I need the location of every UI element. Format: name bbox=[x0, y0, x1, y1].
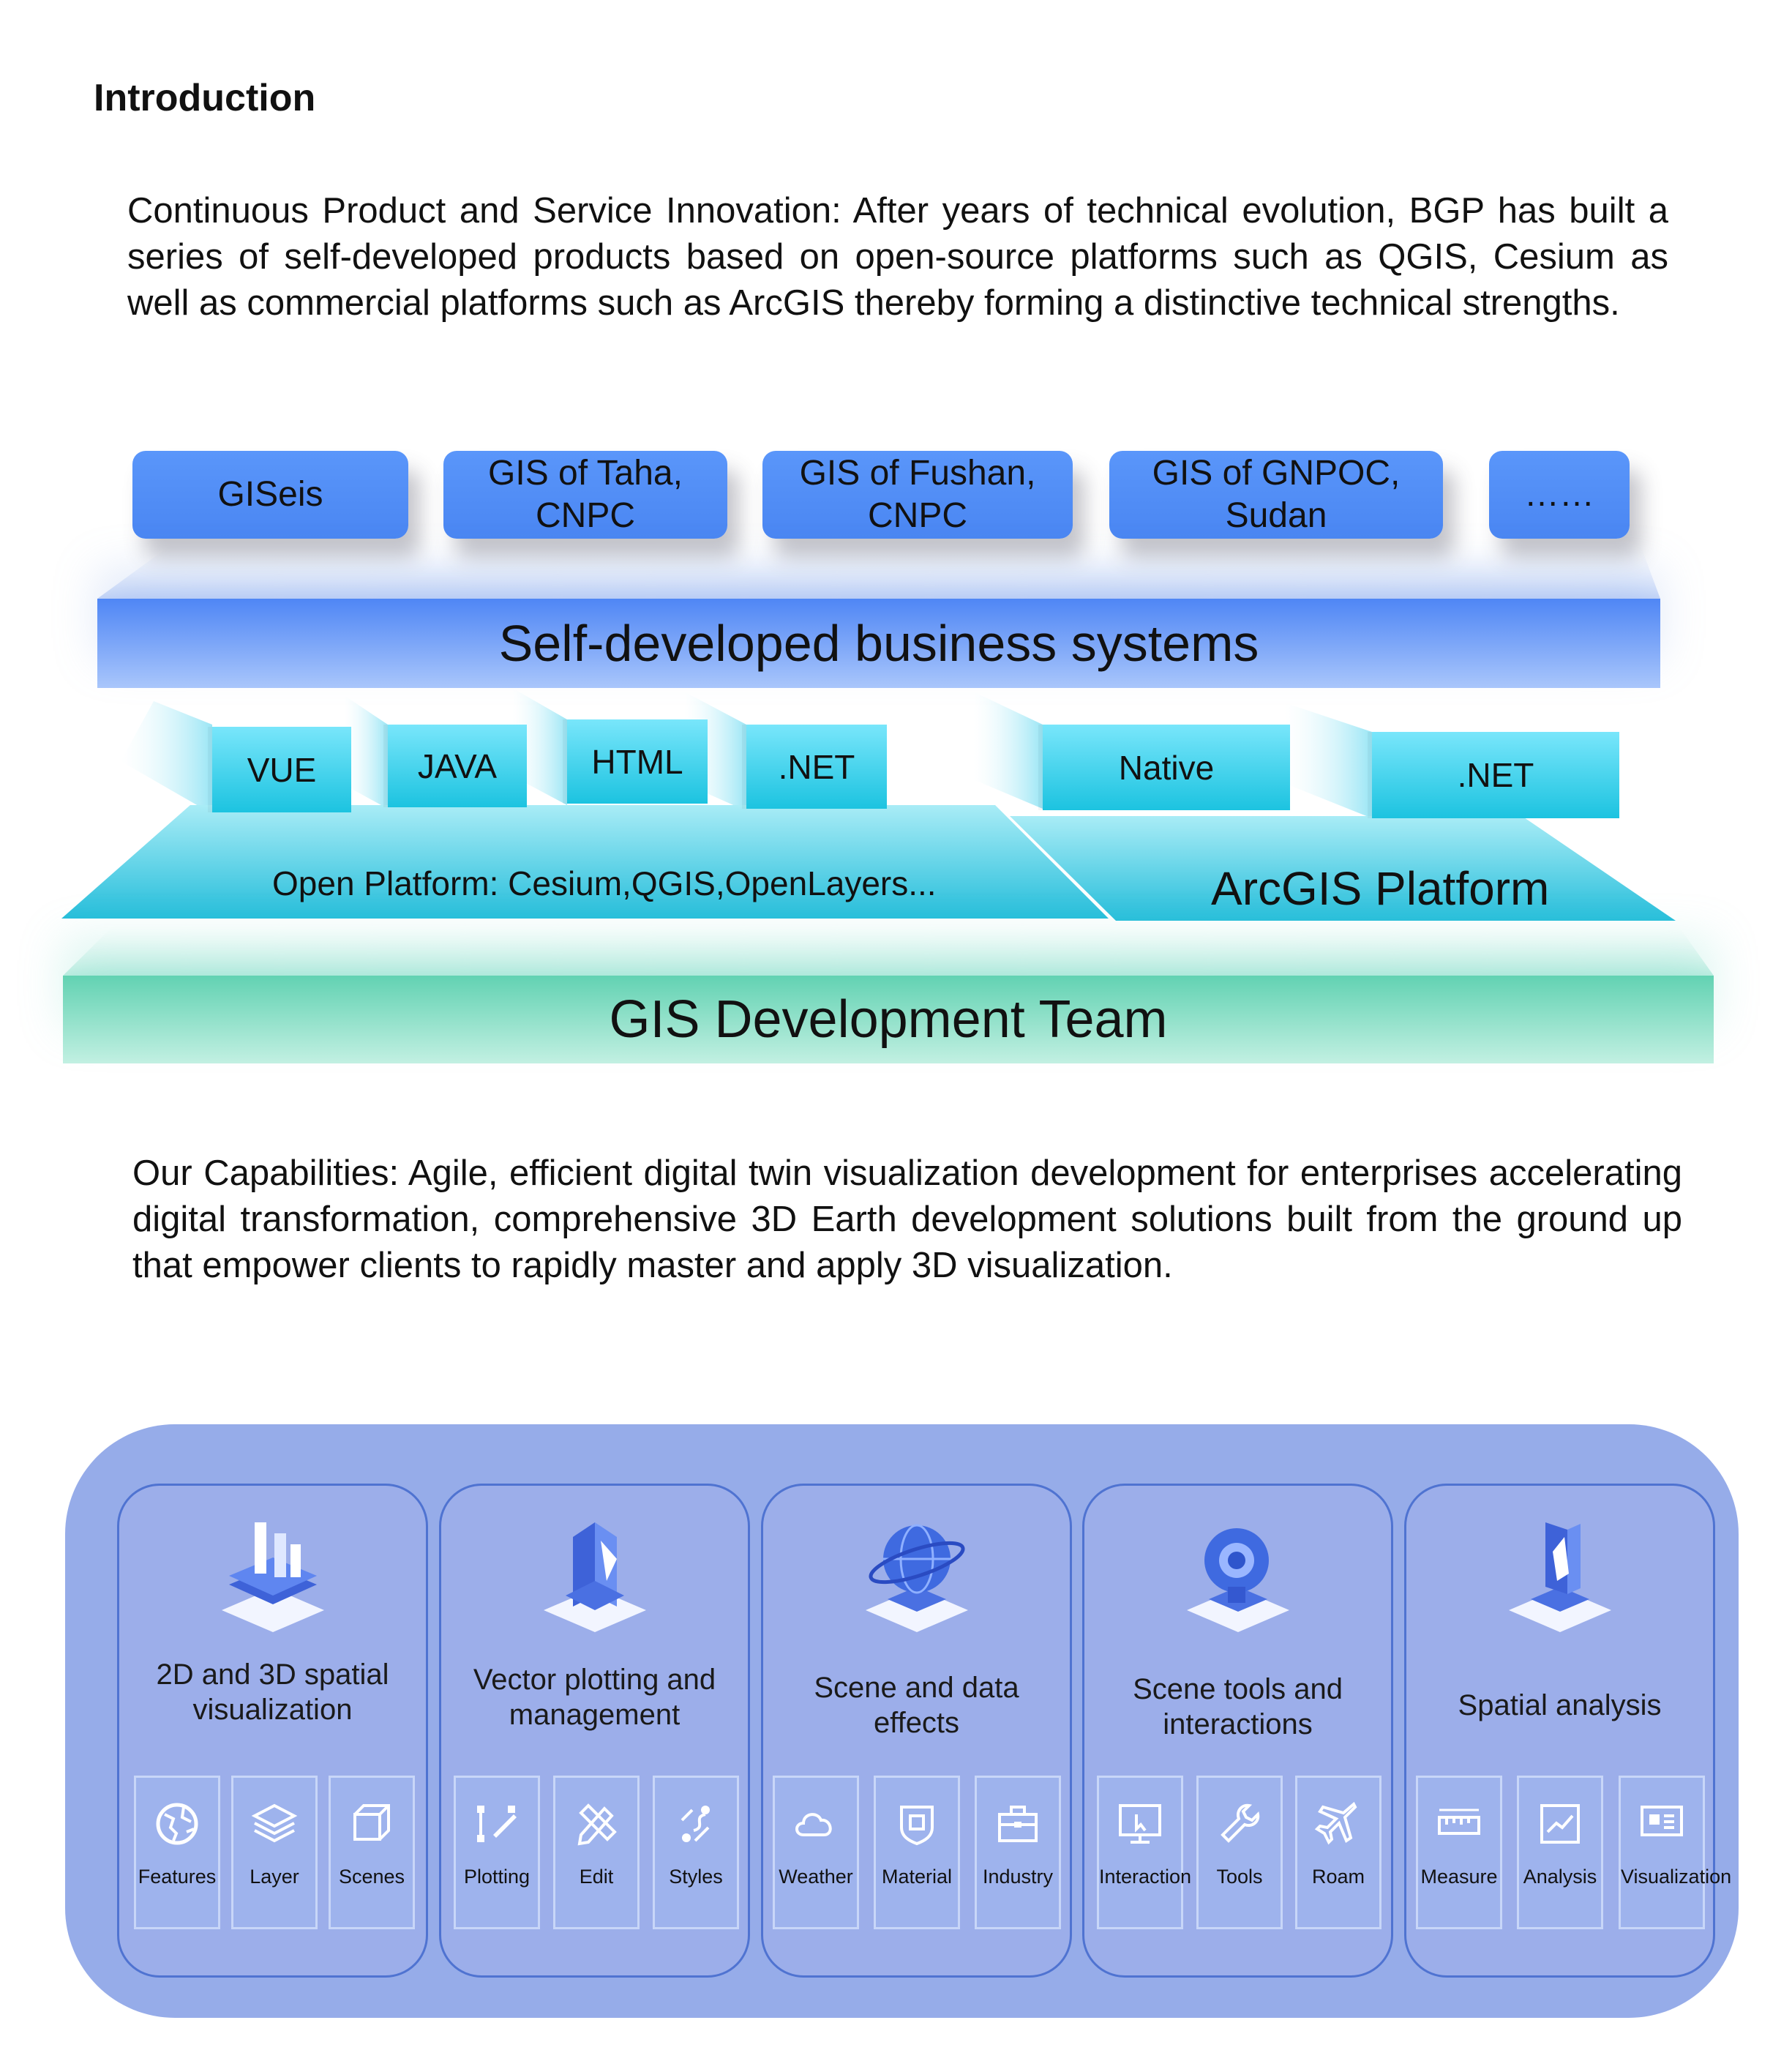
page-heading: Introduction bbox=[94, 77, 316, 119]
wrench-icon bbox=[1221, 1803, 1260, 1843]
diagram-shading bbox=[61, 542, 1714, 976]
capability-item-label: Tools bbox=[1216, 1866, 1263, 1888]
capability-item: Styles bbox=[653, 1776, 739, 1929]
capability-item: Scenes bbox=[329, 1776, 415, 1929]
capability-item: Interaction bbox=[1097, 1776, 1192, 1929]
arcgis-platform-label: ArcGIS Platform bbox=[1211, 862, 1550, 915]
layers-icon bbox=[251, 1803, 298, 1843]
product-box: …… bbox=[1489, 451, 1630, 539]
open-platform-label: Open Platform: Cesium,QGIS,OpenLayers... bbox=[272, 864, 937, 902]
capability-item-label: Visualization bbox=[1621, 1866, 1732, 1888]
capability-item-label: Roam bbox=[1311, 1866, 1365, 1888]
capability-item: Visualization bbox=[1619, 1776, 1732, 1929]
capability-item-label: Scenes bbox=[338, 1866, 405, 1888]
gear-3d-icon bbox=[1186, 1528, 1289, 1632]
tech-box: .NET bbox=[746, 725, 887, 809]
team-layer: GIS Development Team bbox=[63, 976, 1714, 1063]
capability-title: Vector plotting and management bbox=[473, 1664, 716, 1731]
capability-item-label: Features bbox=[138, 1866, 217, 1888]
intro-paragraph: Continuous Product and Service Innovatio… bbox=[127, 191, 1668, 323]
ruler-3d-icon bbox=[1508, 1522, 1611, 1632]
globe-3d-icon bbox=[865, 1524, 968, 1632]
capability-item: Layer bbox=[231, 1776, 318, 1929]
presentation-icon bbox=[1641, 1806, 1683, 1836]
capability-title: Scene and data effects bbox=[814, 1672, 1019, 1739]
ruler-icon bbox=[1438, 1809, 1480, 1835]
cloud-icon bbox=[795, 1813, 832, 1836]
capability-item: Material bbox=[874, 1776, 960, 1929]
capability-item: Roam bbox=[1295, 1776, 1382, 1929]
capability-item: Measure bbox=[1416, 1776, 1502, 1929]
capability-card: Spatial analysis Measure Analysis Visual… bbox=[1404, 1484, 1732, 1978]
airplane-icon bbox=[1314, 1801, 1357, 1845]
tech-box: HTML bbox=[567, 719, 708, 804]
capability-item-label: Edit bbox=[579, 1866, 614, 1888]
capability-title: Spatial analysis bbox=[1458, 1689, 1662, 1721]
plot-icon bbox=[477, 1806, 517, 1842]
globe-icon bbox=[156, 1803, 198, 1845]
capability-card: Scene tools and interactions Interaction… bbox=[1082, 1484, 1393, 1978]
capability-card: Scene and data effects Weather Material … bbox=[761, 1484, 1072, 1978]
capability-card: Vector plotting and management Plotting … bbox=[439, 1484, 750, 1978]
touch-screen-icon bbox=[1119, 1804, 1161, 1844]
capability-item: Analysis bbox=[1517, 1776, 1603, 1929]
capability-item-label: Plotting bbox=[463, 1866, 531, 1888]
capability-item-label: Industry bbox=[982, 1866, 1054, 1888]
product-box: GIS of GNPOC, Sudan bbox=[1109, 451, 1443, 539]
capability-item-label: Analysis bbox=[1523, 1866, 1597, 1888]
capability-item-label: Material bbox=[881, 1866, 953, 1888]
material-icon bbox=[900, 1806, 934, 1846]
bar-chart-3d-icon bbox=[221, 1522, 324, 1632]
tech-box: Native bbox=[1043, 725, 1290, 810]
line-chart-icon bbox=[1540, 1804, 1580, 1844]
pencil-ruler-icon bbox=[577, 1803, 617, 1846]
capability-item-label: Layer bbox=[250, 1866, 299, 1888]
capability-item: Edit bbox=[553, 1776, 640, 1929]
capability-item: Weather bbox=[773, 1776, 859, 1929]
capability-title: Scene tools and interactions bbox=[1133, 1673, 1343, 1740]
product-box: GIS of Fushan, CNPC bbox=[762, 451, 1073, 539]
capability-item: Tools bbox=[1196, 1776, 1283, 1929]
tech-box: VUE bbox=[212, 727, 351, 812]
capability-card: 2D and 3D spatial visualization Features… bbox=[117, 1484, 428, 1978]
capability-item-label: Weather bbox=[779, 1866, 853, 1888]
capability-title: 2D and 3D spatial visualization bbox=[156, 1658, 389, 1726]
pen-3d-icon bbox=[543, 1522, 646, 1632]
capability-item-label: Interaction bbox=[1099, 1866, 1192, 1888]
capability-item: Features bbox=[134, 1776, 220, 1929]
capability-item: Plotting bbox=[454, 1776, 540, 1929]
capabilities-paragraph: Our Capabilities: Agile, efficient digit… bbox=[132, 1153, 1682, 1285]
product-box: GIS of Taha, CNPC bbox=[443, 451, 727, 539]
capability-item-label: Styles bbox=[669, 1866, 723, 1888]
cube-icon bbox=[353, 1804, 390, 1841]
capability-item-label: Measure bbox=[1420, 1866, 1498, 1888]
product-box: GISeis bbox=[132, 451, 408, 539]
briefcase-icon bbox=[998, 1806, 1038, 1842]
tech-box: JAVA bbox=[388, 725, 527, 807]
tech-box: .NET bbox=[1372, 732, 1619, 818]
business-systems-layer: Self-developed business systems bbox=[97, 599, 1660, 688]
capability-item: Industry bbox=[975, 1776, 1061, 1929]
style-path-icon bbox=[681, 1806, 710, 1842]
